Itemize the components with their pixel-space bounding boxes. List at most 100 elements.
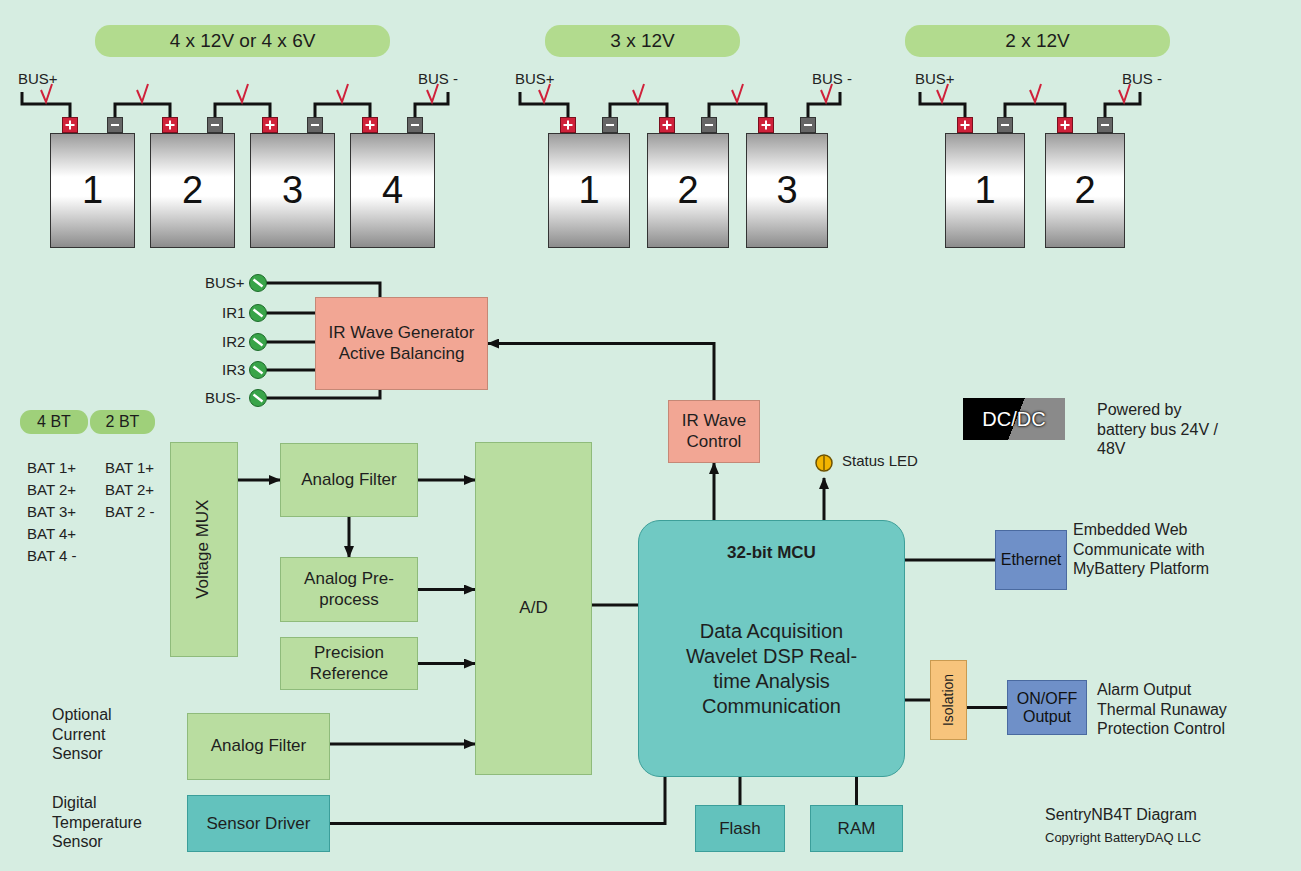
connector xyxy=(739,777,742,805)
node-text: IR Wave Generator Active Balancing xyxy=(322,323,481,364)
connector xyxy=(855,777,858,805)
connector xyxy=(905,699,930,702)
battery-terminals xyxy=(63,118,1113,133)
battery: 2 xyxy=(1045,133,1125,248)
label: BUS+ xyxy=(515,70,555,88)
battery: 2 xyxy=(647,133,729,248)
node-text: 1 xyxy=(82,169,103,212)
label: BAT 2+ xyxy=(27,481,76,499)
node-text: Precision Reference xyxy=(287,643,411,684)
connector xyxy=(713,463,716,520)
node-text: 2 xyxy=(677,169,698,212)
process-box: A/D xyxy=(475,442,592,775)
status-led xyxy=(816,455,832,471)
node-text: 1 xyxy=(578,169,599,212)
control-box: IR Wave Control xyxy=(668,400,760,463)
memory-box: Sensor Driver xyxy=(187,795,330,852)
node-text: 3 xyxy=(282,169,303,212)
label: BUS - xyxy=(1122,70,1162,88)
connector xyxy=(418,588,475,591)
label: BAT 3+ xyxy=(27,503,76,521)
node-text: DC/DC xyxy=(982,408,1045,431)
node-text: Analog Pre-process xyxy=(287,569,411,610)
label: IR1 xyxy=(222,304,245,322)
process-box: Analog Pre-process xyxy=(280,557,418,622)
node-text: 4 BT xyxy=(37,413,71,431)
node-text: 3 x 12V xyxy=(610,30,674,52)
battery: 3 xyxy=(250,133,335,248)
battery: 1 xyxy=(548,133,630,248)
connector xyxy=(330,743,475,746)
node-text: 3 xyxy=(776,169,797,212)
connector xyxy=(905,559,995,562)
io-box: Ethernet xyxy=(995,530,1067,590)
label: BUS+ xyxy=(205,274,245,292)
label: IR2 xyxy=(222,333,245,351)
screw-terminals xyxy=(250,275,267,407)
connector xyxy=(418,479,475,482)
node-text: Voltage MUX xyxy=(194,500,214,599)
battery: 2 xyxy=(150,133,235,248)
group-pill: 4 BT xyxy=(20,410,88,434)
node-heading: 32-bit MCU xyxy=(727,543,816,563)
node-text: ON/OFF Output xyxy=(1012,690,1082,726)
label: BAT 2 - xyxy=(105,503,154,521)
battery: 4 xyxy=(350,133,435,248)
isolation-box: Isolation xyxy=(930,660,967,740)
io-box: ON/OFF Output xyxy=(1007,680,1087,735)
label: BAT 4 - xyxy=(27,547,76,565)
label: IR3 xyxy=(222,361,245,379)
node-text: 2 xyxy=(1074,169,1095,212)
label: BUS - xyxy=(418,70,458,88)
connector xyxy=(238,479,280,482)
group-pill: 2 x 12V xyxy=(905,25,1170,57)
node-text: Sensor Driver xyxy=(207,814,311,834)
mcu-block: 32-bit MCU Data Acquisition Wavelet DSP R… xyxy=(638,520,905,777)
label: BAT 1+ xyxy=(105,459,154,477)
label: BUS+ xyxy=(18,70,58,88)
battery: 1 xyxy=(50,133,135,248)
label: BAT 1+ xyxy=(27,459,76,477)
node-text: 2 x 12V xyxy=(1005,30,1069,52)
voltage-probe-marks xyxy=(41,84,1130,102)
process-box: Analog Filter xyxy=(187,713,330,780)
process-box: Precision Reference xyxy=(280,637,418,690)
node-text: IR Wave Control xyxy=(675,411,753,452)
connector xyxy=(967,706,1007,709)
node-text: Ethernet xyxy=(1001,551,1061,569)
battery: 3 xyxy=(746,133,828,248)
label: BAT 4+ xyxy=(27,525,76,543)
power-box: DC/DC xyxy=(963,398,1065,440)
control-box: IR Wave Generator Active Balancing xyxy=(315,297,488,390)
label: Digital Temperature Sensor xyxy=(52,793,162,852)
memory-box: RAM xyxy=(810,805,903,852)
label: Powered by battery bus 24V / 48V xyxy=(1097,400,1227,459)
connector xyxy=(348,517,351,557)
connector xyxy=(330,777,665,824)
node-text: Flash xyxy=(719,819,761,839)
label: BUS - xyxy=(812,70,852,88)
node-text: 1 xyxy=(974,169,995,212)
node-text: 2 BT xyxy=(106,413,140,431)
memory-box: Flash xyxy=(695,805,785,852)
node-text: Analog Filter xyxy=(211,736,306,756)
label: BUS- xyxy=(205,389,241,407)
node-text: A/D xyxy=(519,598,547,618)
connector xyxy=(592,604,638,607)
node-text: Isolation xyxy=(941,674,957,726)
connector xyxy=(418,662,475,665)
node-text: Data Acquisition Wavelet DSP Real-time A… xyxy=(677,619,867,719)
bus-wires xyxy=(22,92,1140,117)
label: BAT 2+ xyxy=(105,481,154,499)
group-pill: 2 BT xyxy=(90,410,155,434)
node-text: 4 xyxy=(382,169,403,212)
label: SentryNB4T Diagram xyxy=(1045,805,1197,825)
label: Alarm Output Thermal Runaway Protection … xyxy=(1097,680,1247,739)
group-pill: 3 x 12V xyxy=(545,25,740,57)
connector xyxy=(488,344,714,401)
battery: 1 xyxy=(945,133,1025,248)
group-pill: 4 x 12V or 4 x 6V xyxy=(95,25,390,57)
process-box: Voltage MUX xyxy=(170,442,238,657)
node-text: RAM xyxy=(838,819,876,839)
label: Embedded Web Communicate with MyBattery … xyxy=(1073,520,1233,579)
